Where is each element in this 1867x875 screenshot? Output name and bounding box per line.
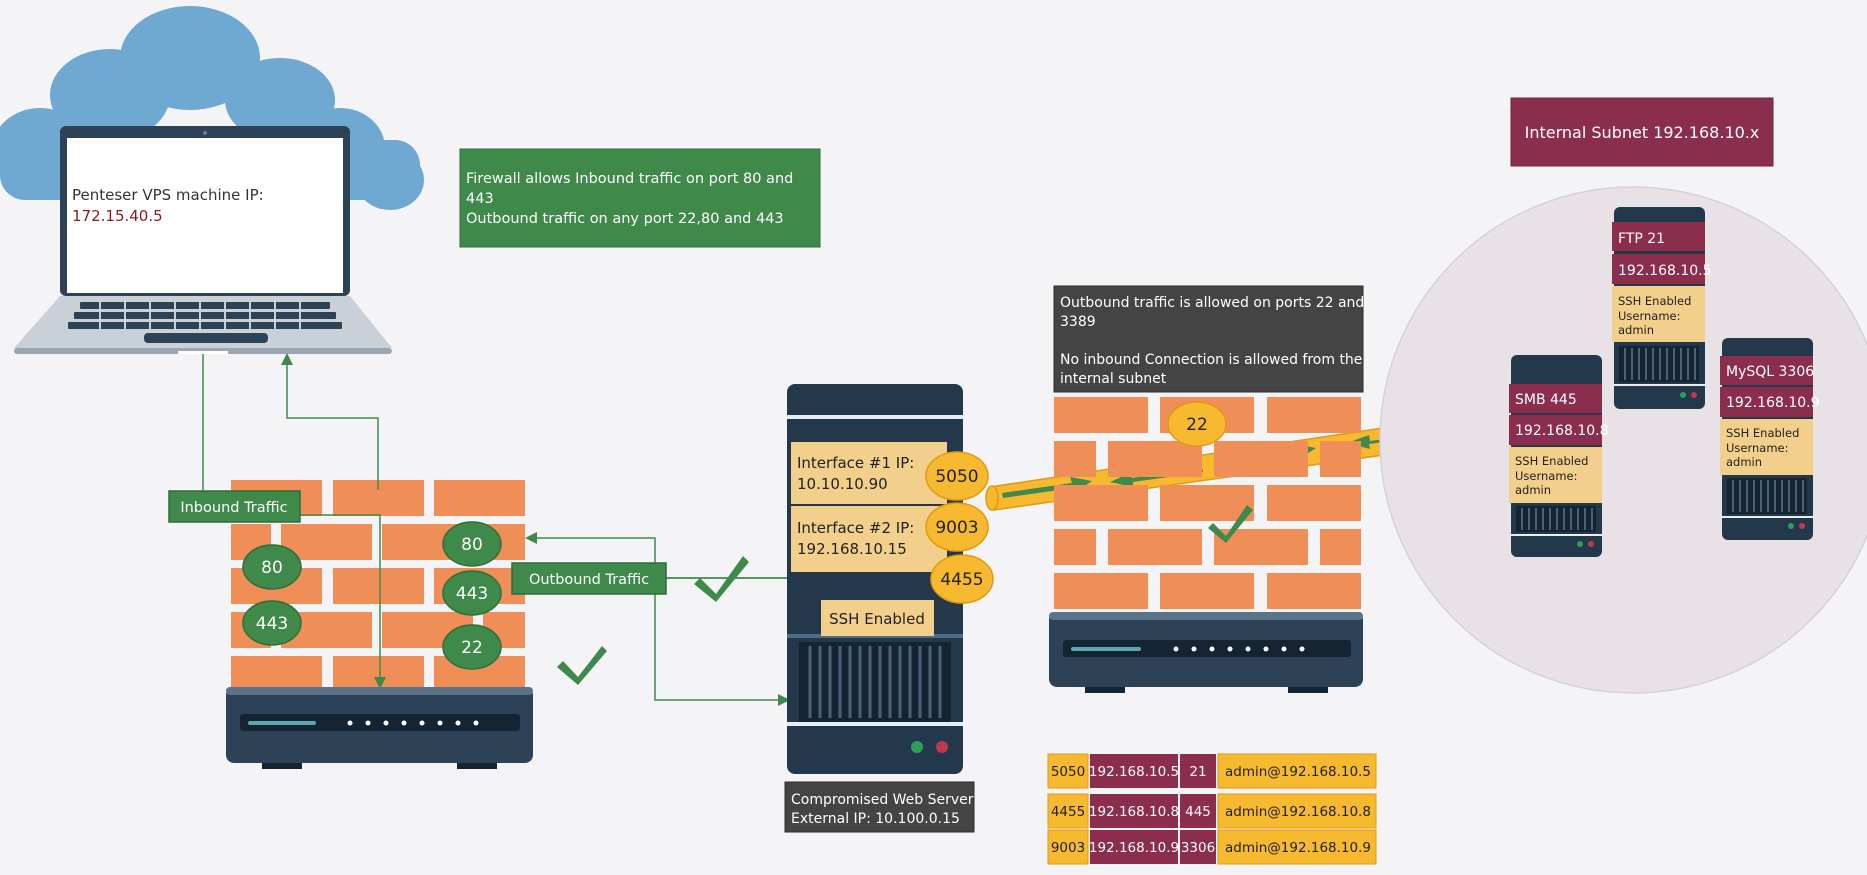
interface-1-ip: 10.10.10.90: [797, 475, 888, 493]
svg-text:4455: 4455: [1051, 804, 1085, 820]
svg-text:9003: 9003: [1051, 840, 1085, 856]
server-port-5050-badge: 5050: [925, 451, 989, 501]
left-router-icon: [226, 687, 533, 769]
smb-info-3: admin: [1515, 483, 1551, 497]
checkmark-icon: [694, 556, 749, 602]
mysql-info-3: admin: [1726, 455, 1762, 469]
svg-text:admin@192.168.10.9: admin@192.168.10.9: [1225, 840, 1371, 856]
server-caption-line-1: Compromised Web Server: [791, 792, 974, 808]
firewall-note-line-2: 443: [466, 191, 494, 207]
interface-2-label: Interface #2 IP:: [797, 519, 914, 537]
smb-service: SMB 445: [1515, 392, 1577, 408]
internal-note-line-1: Outbound traffic is allowed on ports 22 …: [1060, 295, 1364, 311]
checkmark-icon: [557, 646, 607, 685]
internal-note-line-2: 3389: [1060, 314, 1096, 330]
svg-text:80: 80: [461, 535, 483, 555]
server-caption-box: [784, 781, 975, 833]
smb-ip: 192.168.10.8: [1515, 423, 1609, 439]
server-port-4455-badge: 4455: [930, 554, 994, 604]
svg-text:22: 22: [461, 638, 483, 658]
laptop-label: Penteser VPS machine IP:: [72, 186, 264, 204]
subnet-label-box: [1510, 97, 1774, 167]
svg-text:443: 443: [456, 584, 488, 604]
svg-text:5050: 5050: [1051, 764, 1085, 780]
svg-text:192.168.10.8: 192.168.10.8: [1089, 804, 1179, 820]
firewall-note-line-3: Outbound traffic on any port 22,80 and 4…: [466, 211, 784, 227]
outbound-port-80-badge: 80: [442, 521, 502, 567]
outbound-port-22-badge: 22: [442, 624, 502, 670]
smb-info-2: Username:: [1515, 469, 1578, 483]
outbound-port-443-badge: 443: [442, 570, 502, 616]
svg-text:4455: 4455: [940, 570, 983, 590]
right-router-icon: [1049, 612, 1363, 693]
svg-text:21: 21: [1189, 764, 1206, 780]
mysql-info-1: SSH Enabled: [1726, 426, 1799, 440]
internal-subnet-circle: [1379, 186, 1867, 694]
firewall-note-line-1: Firewall allows Inbound traffic on port …: [466, 171, 793, 187]
mysql-host: [1720, 338, 1813, 540]
checkmark-icon: [1208, 505, 1253, 543]
mysql-service: MySQL 3306: [1726, 364, 1814, 380]
subnet-label: Internal Subnet 192.168.10.x: [1525, 123, 1760, 142]
svg-text:22: 22: [1186, 415, 1208, 435]
svg-text:443: 443: [256, 614, 288, 634]
tunnel-port-22-badge: 22: [1167, 401, 1227, 447]
interface-2-box: [791, 506, 947, 572]
inbound-traffic-label: Inbound Traffic: [180, 500, 287, 516]
svg-text:80: 80: [261, 558, 283, 578]
table-row: 9003 192.168.10.9 3306 admin@192.168.10.…: [1047, 829, 1377, 865]
interface-1-label: Interface #1 IP:: [797, 454, 914, 472]
smb-host: [1509, 355, 1602, 557]
ftp-info-3: admin: [1618, 323, 1654, 337]
ftp-ip: 192.168.10.5: [1618, 263, 1712, 279]
svg-text:5050: 5050: [935, 467, 978, 487]
svg-text:9003: 9003: [935, 518, 978, 538]
interface-2-ip: 192.168.10.15: [797, 540, 907, 558]
svg-text:admin@192.168.10.8: admin@192.168.10.8: [1225, 804, 1371, 820]
outbound-traffic-label: Outbound Traffic: [529, 572, 649, 588]
inbound-port-443-badge: 443: [242, 600, 302, 646]
outbound-traffic-label-box: [511, 562, 667, 595]
internal-note-line-4: internal subnet: [1060, 371, 1167, 387]
firewall-note-box: [459, 148, 821, 248]
port-forward-table: 5050 192.168.10.5 21 admin@192.168.10.5 …: [1047, 753, 1377, 865]
mysql-ip: 192.168.10.9: [1726, 395, 1820, 411]
ssh-enabled-box: [821, 600, 934, 636]
table-row: 5050 192.168.10.5 21 admin@192.168.10.5: [1047, 753, 1377, 789]
svg-text:192.168.10.5: 192.168.10.5: [1089, 764, 1179, 780]
laptop-ip: 172.15.40.5: [72, 207, 163, 225]
svg-text:192.168.10.9: 192.168.10.9: [1089, 840, 1179, 856]
ftp-host: [1612, 207, 1705, 409]
interface-1-box: [791, 442, 947, 504]
inbound-port-80-badge: 80: [242, 544, 302, 590]
laptop-icon: [14, 126, 392, 354]
smb-info-1: SSH Enabled: [1515, 454, 1588, 468]
server-port-9003-badge: 9003: [925, 502, 989, 552]
internal-note-line-3: No inbound Connection is allowed from th…: [1060, 352, 1362, 368]
table-row: 4455 192.168.10.8 445 admin@192.168.10.8: [1047, 793, 1377, 829]
mysql-info-2: Username:: [1726, 441, 1789, 455]
internal-note-box: [1053, 285, 1364, 393]
svg-text:admin@192.168.10.5: admin@192.168.10.5: [1225, 764, 1371, 780]
ftp-service: FTP 21: [1618, 231, 1665, 247]
ftp-info-1: SSH Enabled: [1618, 294, 1691, 308]
ssh-enabled-label: SSH Enabled: [829, 610, 925, 628]
svg-text:3306: 3306: [1181, 840, 1215, 856]
inbound-traffic-label-box: [168, 490, 301, 523]
svg-text:445: 445: [1185, 804, 1211, 820]
ftp-info-2: Username:: [1618, 309, 1681, 323]
server-caption-line-2: External IP: 10.100.0.15: [791, 811, 960, 827]
right-firewall-bricks: [1054, 397, 1361, 609]
